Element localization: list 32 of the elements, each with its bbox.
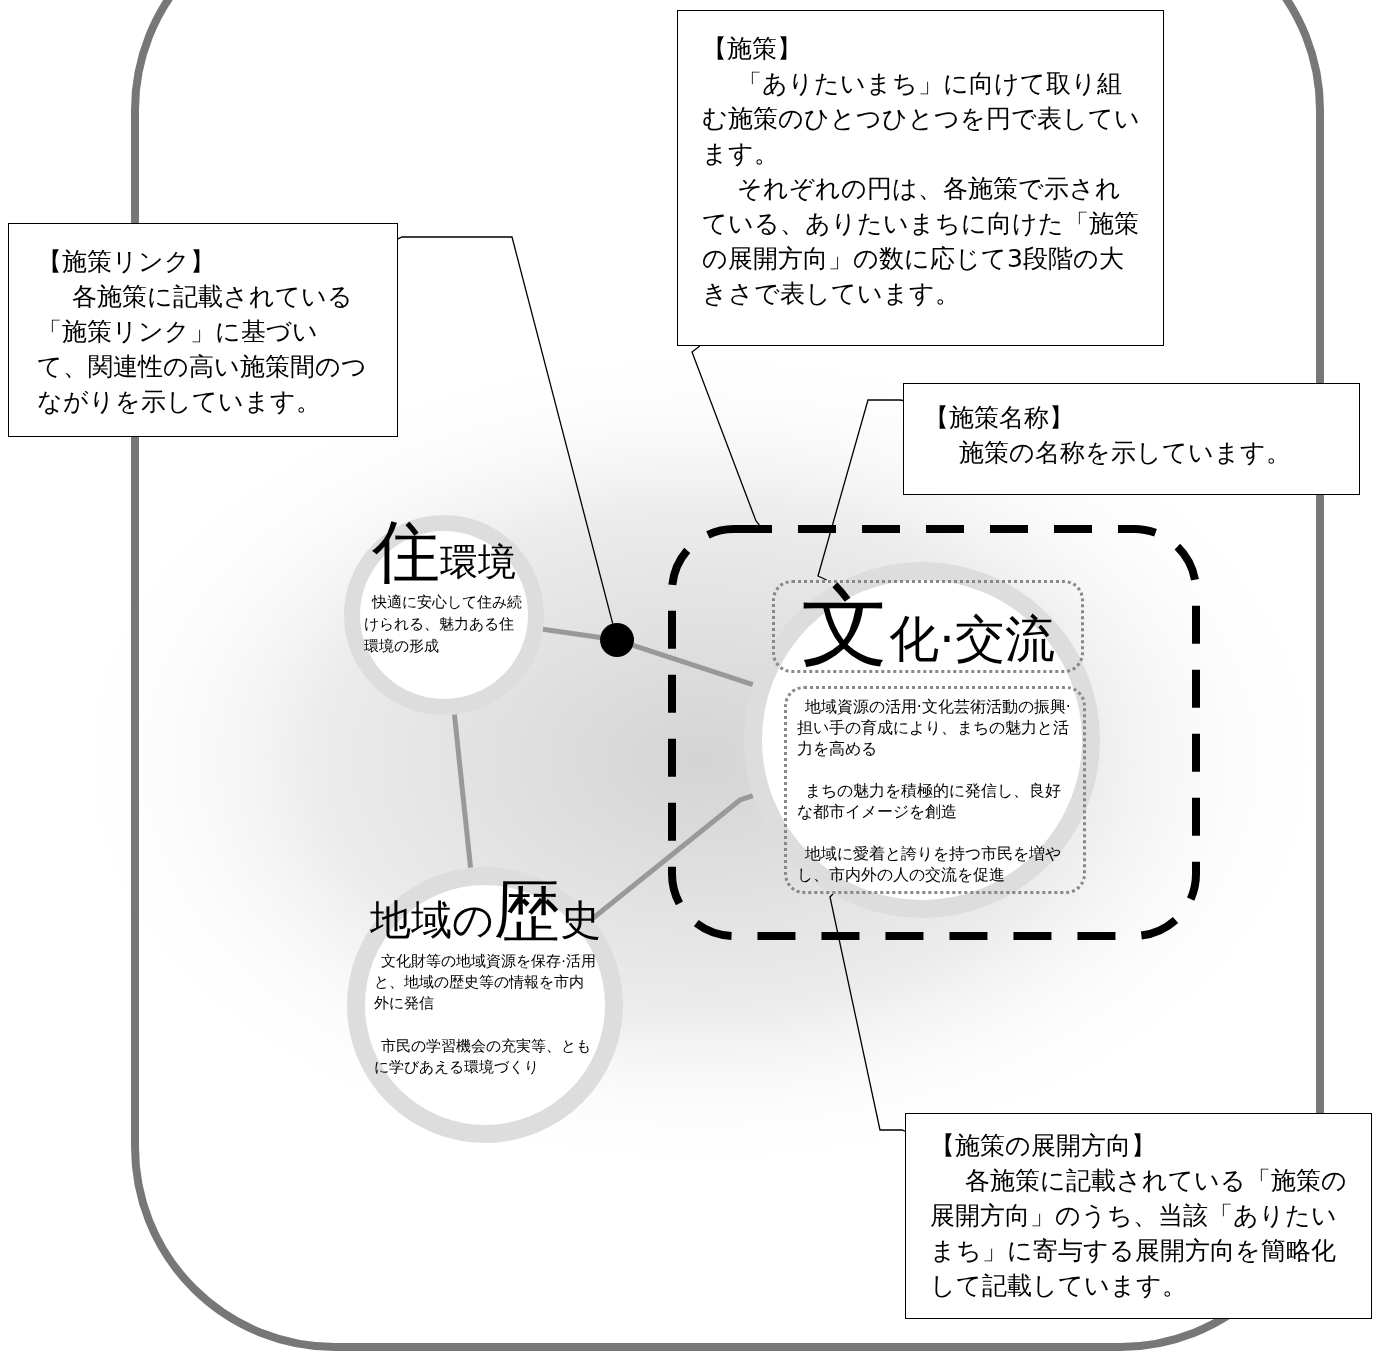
callout-text: 施策の名称を示しています。: [958, 437, 1292, 469]
link-line: [542, 626, 601, 641]
leader-line: [691, 345, 760, 526]
callout-box: [903, 383, 1360, 495]
circle-text: 快適に安心して住み続けられる、魅力ある住環境の形成: [364, 592, 523, 657]
link-line: [632, 642, 754, 687]
direction-box: [784, 686, 1086, 894]
leader-line: [397, 236, 614, 625]
direction-text: 地域資源の活用·文化芸術活動の振興·担い手の育成により、まちの魅力と活力を高める: [797, 697, 1072, 760]
callout-heading: 【施策リンク】: [37, 246, 216, 278]
name-box: [772, 580, 1084, 673]
callout-text: それぞれの円は、各施策で示されている、ありたいまちに向けた「施策の展開方向」の数に応じて3段階の大きさで表しています。: [702, 173, 1140, 310]
callout-text: 「ありたいまち」に向けて取り組む施策のひとつひとつを円で表しています。: [702, 68, 1141, 170]
callout-box: [905, 1113, 1372, 1319]
leader-line: [817, 399, 904, 581]
callout-heading: 【施策の展開方向】: [930, 1130, 1157, 1162]
leader-line: [829, 893, 906, 1132]
dashed-frame: [668, 525, 1200, 940]
callout-heading: 【施策名称】: [924, 402, 1075, 434]
direction-text: 地域に愛着と誇りを持つ市民を増やし、市内外の人の交流を促進: [797, 844, 1062, 886]
circle-text: 文化財等の地域資源を保存·活用と、地域の歴史等の情報を市内外に発信: [374, 952, 596, 1014]
link-line: [451, 714, 474, 869]
policy-name: 文化·交流: [800, 583, 1056, 679]
callout-text: 各施策に記載されている「施策リンク」に基づいて、関連性の高い施策間のつながりを示しています。: [37, 281, 367, 418]
callout-heading: 【施策】: [702, 33, 803, 65]
callout-box: [8, 223, 398, 437]
circle-text: 市民の学習機会の充実等、ともに学びあえる環境づくり: [374, 1036, 593, 1077]
circle-title: 住環境: [371, 518, 517, 587]
callout-box: [677, 10, 1164, 346]
circle-title: 地域の歴史: [368, 879, 602, 946]
direction-text: まちの魅力を積極的に発信し、良好な都市イメージを創造: [797, 781, 1062, 823]
callout-text: 各施策に記載されている「施策の展開方向」のうち、当該「ありたいまち」に寄与する展開方向を簡略化して記載しています。: [930, 1165, 1348, 1302]
